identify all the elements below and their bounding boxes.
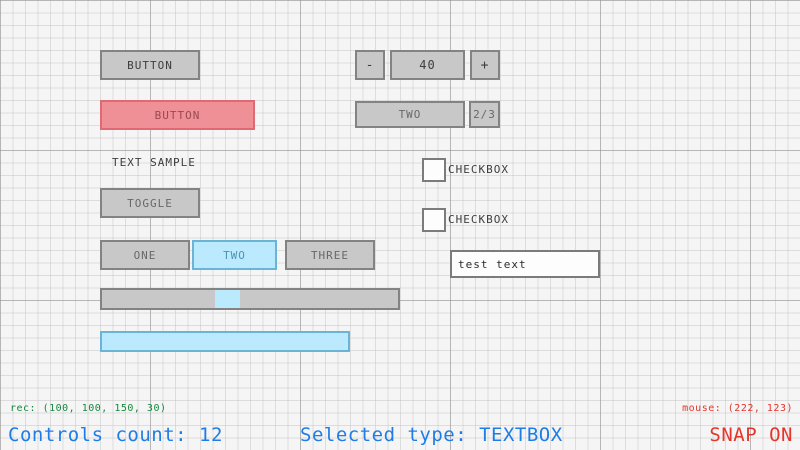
rec-readout: rec: (100, 100, 150, 30) — [10, 403, 167, 414]
combo-box[interactable]: TWO — [355, 101, 465, 128]
slider-handle[interactable] — [215, 290, 240, 308]
checkbox-two-label: CHECKBOX — [448, 213, 509, 226]
controls-count-readout: Controls count: 12 — [8, 424, 223, 446]
button-normal[interactable]: BUTTON — [100, 50, 200, 80]
spinner-value[interactable]: 40 — [390, 50, 465, 80]
spinner-increment-button[interactable]: + — [470, 50, 500, 80]
toggle-group-option-three[interactable]: THREE — [285, 240, 375, 270]
mouse-readout: mouse: (222, 123) — [682, 403, 793, 414]
button-pink[interactable]: BUTTON — [100, 100, 255, 130]
selected-type-readout: Selected type: TEXTBOX — [300, 424, 563, 446]
slider-track-left — [102, 290, 215, 308]
text-sample-label: TEXT SAMPLE — [112, 156, 196, 169]
spinner-decrement-button[interactable]: - — [355, 50, 385, 80]
toggle-button[interactable]: TOGGLE — [100, 188, 200, 218]
checkbox-two[interactable] — [422, 208, 446, 232]
toggle-group-option-one[interactable]: ONE — [100, 240, 190, 270]
slider[interactable] — [100, 288, 400, 310]
snap-status-readout: SNAP ON — [709, 424, 793, 446]
text-box-value: test text — [458, 257, 527, 271]
combo-box-index[interactable]: 2/3 — [469, 101, 500, 128]
toggle-group-option-two[interactable]: TWO — [192, 240, 277, 270]
checkbox-one[interactable] — [422, 158, 446, 182]
progress-bar[interactable] — [100, 331, 350, 352]
checkbox-one-label: CHECKBOX — [448, 163, 509, 176]
text-box[interactable]: test text — [450, 250, 600, 278]
